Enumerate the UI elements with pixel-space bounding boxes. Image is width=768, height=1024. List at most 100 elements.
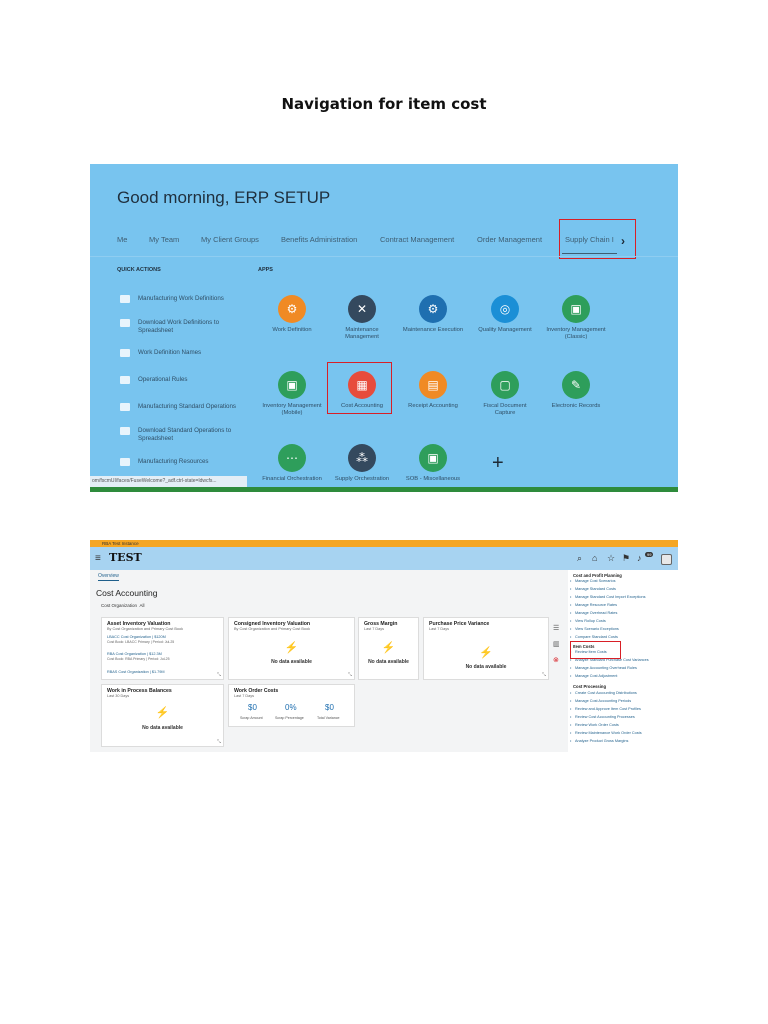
list-item[interactable]: RBAS Cost Organization | $1.79M bbox=[107, 670, 165, 674]
search-icon[interactable]: ⌕ bbox=[577, 553, 583, 563]
home-page-screenshot: Good morning, ERP SETUP Me My Team My Cl… bbox=[90, 164, 678, 492]
tab-my-client-groups[interactable]: My Client Groups bbox=[201, 235, 259, 244]
app-cost-accounting[interactable]: ▦ Cost Accounting bbox=[330, 371, 394, 410]
section-heading: Item Costs bbox=[573, 644, 595, 649]
task-link[interactable]: Compare Standard Costs bbox=[570, 635, 618, 639]
forklift-icon: ▣ bbox=[278, 371, 306, 399]
lightning-icon: ⚡ bbox=[479, 647, 493, 659]
menu-icon[interactable]: ≡ bbox=[95, 553, 101, 564]
tabs-divider bbox=[90, 256, 678, 257]
work-in-process-balances-card[interactable]: Work in Process Balances Last 30 Days ⚡ … bbox=[101, 684, 224, 747]
forklift-icon: ▣ bbox=[419, 444, 447, 472]
work-definition-icon bbox=[120, 295, 130, 303]
task-link[interactable]: Review and Approve Item Cost Profiles bbox=[570, 707, 641, 711]
app-fiscal-document-capture[interactable]: ▢ Fiscal Document Capture bbox=[473, 371, 537, 417]
app-maintenance-management[interactable]: ✕ Maintenance Management bbox=[330, 295, 394, 341]
consigned-inventory-valuation-card[interactable]: Consigned Inventory Valuation By Cost Or… bbox=[228, 617, 355, 680]
app-quality-management[interactable]: ◎ Quality Management bbox=[473, 295, 537, 334]
gear-icon: ⚙ bbox=[419, 295, 447, 323]
task-link[interactable]: Create Cost Accounting Distributions bbox=[570, 691, 637, 695]
cost-organization-filter[interactable]: Cost Organization All bbox=[101, 603, 145, 608]
add-app-plus-icon[interactable]: + bbox=[492, 452, 504, 474]
tab-order-management[interactable]: Order Management bbox=[477, 235, 543, 244]
page-title: Cost Accounting bbox=[96, 588, 158, 598]
bell-icon[interactable]: ♪ bbox=[637, 553, 642, 563]
resize-icon[interactable]: ⤡ bbox=[216, 672, 221, 678]
task-link[interactable]: Manage Cost Scenarios bbox=[570, 579, 615, 583]
task-link[interactable]: Review Cost Accounting Processes bbox=[570, 715, 635, 719]
operations-icon bbox=[120, 403, 130, 411]
task-link[interactable]: Manage Resource Rates bbox=[570, 603, 617, 607]
forklift-icon: ▣ bbox=[562, 295, 590, 323]
scrap-amount-value: $0 bbox=[248, 703, 257, 712]
app-financial-orchestration[interactable]: ⋯ Financial Orchestration bbox=[260, 444, 324, 483]
task-link[interactable]: Review Maintenance Work Order Costs bbox=[570, 731, 642, 735]
tab-supply-chain[interactable]: Supply Chain I bbox=[565, 235, 614, 244]
app-supply-orchestration[interactable]: ⁂ Supply Orchestration bbox=[330, 444, 394, 483]
task-link[interactable]: Manage Standard Cost Import Exceptions bbox=[570, 595, 645, 599]
task-link[interactable]: View Scenario Exceptions bbox=[570, 627, 619, 631]
gross-margin-card[interactable]: Gross Margin Last 7 Days ⚡ No data avail… bbox=[358, 617, 419, 680]
flag-icon[interactable]: ⚑ bbox=[622, 553, 631, 563]
lightning-icon: ⚡ bbox=[155, 707, 170, 719]
avatar[interactable] bbox=[661, 554, 672, 565]
purchase-price-variance-card[interactable]: Purchase Price Variance Last 7 Days ⚡ No… bbox=[423, 617, 549, 680]
tasks-panel: Cost and Profit Planning Manage Cost Sce… bbox=[568, 570, 678, 752]
task-link[interactable]: Manage Standard Costs bbox=[570, 587, 616, 591]
browser-status-url: om/fscmUI/faces/FuseWelcome?_adf.ctrl-st… bbox=[90, 476, 247, 487]
app-receipt-accounting[interactable]: ▤ Receipt Accounting bbox=[401, 371, 465, 410]
resources-icon bbox=[120, 458, 130, 466]
greeting-heading: Good morning, ERP SETUP bbox=[117, 188, 331, 207]
cost-accounting-screenshot: RBA Test Instance ≡ TEST ⌕ ⌂ ☆ ⚑ ♪ 99 Ov… bbox=[90, 540, 678, 752]
app-sob-miscellaneous[interactable]: ▣ SOB - Miscellaneous bbox=[401, 444, 465, 483]
highlight-box-item-costs bbox=[570, 641, 621, 659]
error-icon[interactable]: ⊗ bbox=[553, 657, 559, 664]
task-link[interactable]: View Rollup Costs bbox=[570, 619, 606, 623]
tab-me[interactable]: Me bbox=[117, 235, 128, 244]
lightning-icon: ⚡ bbox=[381, 642, 396, 654]
task-link[interactable]: Manage Accounting Overhead Rules bbox=[570, 666, 637, 670]
app-inventory-management-mobile[interactable]: ▣ Inventory Management (Mobile) bbox=[260, 371, 324, 417]
document-title: Navigation for item cost bbox=[281, 95, 487, 113]
rules-icon bbox=[120, 376, 130, 384]
chevron-right-icon[interactable]: › bbox=[621, 234, 625, 248]
task-link[interactable]: Analyze Product Gross Margins bbox=[570, 739, 628, 743]
download-icon bbox=[120, 427, 130, 435]
quick-actions-label: QUICK ACTIONS bbox=[117, 267, 161, 273]
tab-benefits-administration[interactable]: Benefits Administration bbox=[281, 235, 358, 244]
task-link[interactable]: Review Work Order Costs bbox=[570, 723, 619, 727]
total-variance-value: $0 bbox=[325, 703, 334, 712]
logo: TEST bbox=[109, 551, 142, 564]
asset-inventory-valuation-card[interactable]: Asset Inventory Valuation By Cost Organi… bbox=[101, 617, 224, 680]
task-link[interactable]: Manage Cost Adjustment bbox=[570, 674, 617, 678]
active-tab-underline bbox=[562, 253, 617, 254]
task-link[interactable]: Manage Overhead Rates bbox=[570, 611, 617, 615]
pen-icon: ✎ bbox=[562, 371, 590, 399]
app-electronic-records[interactable]: ✎ Electronic Records bbox=[544, 371, 608, 410]
flow-icon: ⋯ bbox=[278, 444, 306, 472]
tab-contract-management[interactable]: Contract Management bbox=[380, 235, 455, 244]
calculator-icon: ▦ bbox=[348, 371, 376, 399]
home-icon[interactable]: ⌂ bbox=[592, 553, 598, 563]
list-icon[interactable]: ☰ bbox=[553, 625, 560, 632]
app-inventory-management-classic[interactable]: ▣ Inventory Management (Classic) bbox=[544, 295, 608, 341]
tab-overview[interactable]: Overview bbox=[98, 573, 119, 581]
resize-icon[interactable]: ⤡ bbox=[541, 672, 546, 678]
chart-icon[interactable]: ▥ bbox=[553, 641, 560, 648]
work-order-costs-card[interactable]: Work Order Costs Last 7 Days $0 Scrap Am… bbox=[228, 684, 355, 727]
award-icon: ◎ bbox=[491, 295, 519, 323]
app-work-definition[interactable]: ⚙ Work Definition bbox=[260, 295, 324, 334]
highlight-box-supply-chain-tab bbox=[559, 219, 636, 259]
list-item[interactable]: LBACC Cost Organization | $120M bbox=[107, 635, 166, 639]
tab-my-team[interactable]: My Team bbox=[149, 235, 180, 244]
task-link[interactable]: Analyze Standard Purchase Cost Variances bbox=[570, 658, 649, 662]
document-icon: ▢ bbox=[491, 371, 519, 399]
scrap-percentage-value: 0% bbox=[285, 703, 297, 712]
star-icon[interactable]: ☆ bbox=[607, 553, 616, 563]
global-header: ≡ TEST ⌕ ⌂ ☆ ⚑ ♪ 99 bbox=[90, 547, 678, 570]
resize-icon[interactable]: ⤡ bbox=[347, 672, 352, 678]
resize-icon[interactable]: ⤡ bbox=[216, 739, 221, 745]
app-maintenance-execution[interactable]: ⚙ Maintenance Execution bbox=[401, 295, 465, 334]
task-link[interactable]: Manage Cost Accounting Periods bbox=[570, 699, 631, 703]
list-item[interactable]: RBA Cost Organization | $12.3M bbox=[107, 652, 162, 656]
